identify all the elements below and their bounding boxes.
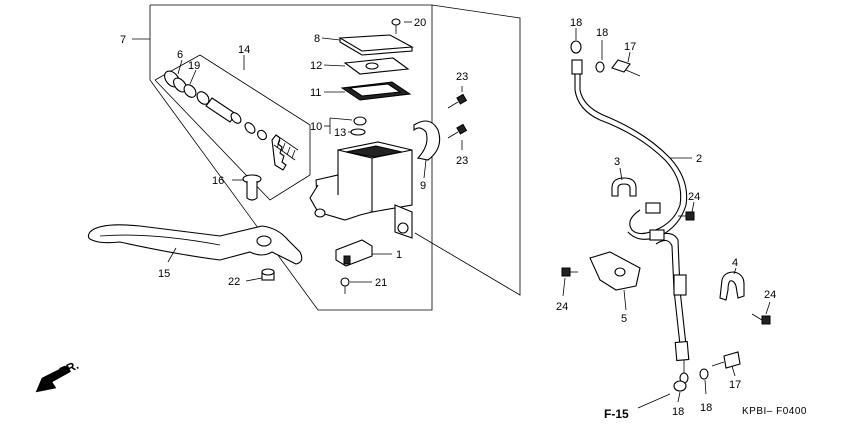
hose-fitting-top bbox=[571, 59, 583, 75]
callout-1: 1 bbox=[396, 249, 402, 261]
float bbox=[353, 116, 367, 126]
screw-20 bbox=[391, 18, 401, 34]
callout-9: 9 bbox=[420, 180, 426, 192]
plate-hole bbox=[365, 62, 379, 70]
washer-18-top-b bbox=[595, 61, 605, 73]
lever-contour bbox=[99, 234, 221, 246]
reference-label: F-15 bbox=[604, 407, 629, 421]
callout-11: 11 bbox=[310, 87, 321, 99]
callout-18-bottom-b: 18 bbox=[700, 402, 712, 414]
callout-24-a: 24 bbox=[688, 191, 700, 203]
bolt-23-lower bbox=[447, 123, 468, 139]
pivot-bolt bbox=[242, 174, 262, 201]
callout-4: 4 bbox=[732, 257, 738, 269]
diaphragm-inner bbox=[348, 83, 402, 97]
washer-18-bottom-a bbox=[673, 380, 687, 392]
hose-clamp-3 bbox=[611, 177, 637, 197]
bolt-24-b bbox=[561, 267, 578, 277]
bolt-23-upper bbox=[447, 93, 468, 109]
callout-18-bottom-a: 18 bbox=[672, 406, 684, 418]
washer-13 bbox=[350, 128, 366, 136]
hose-group-connector-line bbox=[414, 4, 521, 296]
callout-21: 21 bbox=[375, 277, 387, 289]
callout-24-b: 24 bbox=[556, 301, 568, 313]
nut-22 bbox=[261, 268, 275, 281]
bolt-17-top bbox=[611, 59, 641, 77]
callout-18-top-b: 18 bbox=[596, 27, 608, 39]
callout-16: 16 bbox=[212, 175, 224, 187]
callout-7: 7 bbox=[120, 34, 126, 46]
callout-6: 6 bbox=[177, 49, 183, 61]
switch-terminal bbox=[343, 255, 351, 265]
master-cylinder-body bbox=[309, 141, 413, 239]
direction-label: FR. bbox=[57, 358, 80, 379]
callout-19: 19 bbox=[188, 60, 200, 72]
piston-kit-parts bbox=[164, 70, 299, 171]
callout-14: 14 bbox=[238, 44, 250, 56]
callout-18-top-a: 18 bbox=[570, 17, 582, 29]
brake-hose bbox=[571, 59, 690, 384]
callout-17-top: 17 bbox=[624, 41, 636, 53]
callout-17-bottom: 17 bbox=[729, 379, 741, 391]
callout-23-upper: 23 bbox=[456, 71, 468, 83]
hose-clamp-4 bbox=[719, 271, 745, 301]
cylinder-holder bbox=[413, 120, 441, 161]
leader-lines bbox=[167, 21, 771, 409]
callout-12: 12 bbox=[310, 60, 322, 72]
clamp-5-hole bbox=[614, 267, 626, 277]
washer-18-bottom-b bbox=[699, 368, 709, 380]
washer-18-top-a bbox=[570, 40, 582, 54]
callout-23-lower: 23 bbox=[456, 155, 468, 167]
callout-15: 15 bbox=[158, 268, 170, 280]
callout-24-c: 24 bbox=[764, 289, 776, 301]
callout-5: 5 bbox=[621, 313, 627, 325]
callout-13: 13 bbox=[334, 127, 346, 139]
callout-22: 22 bbox=[228, 276, 240, 288]
callout-20: 20 bbox=[414, 17, 426, 29]
brake-lever bbox=[87, 224, 303, 265]
bolt-24-c bbox=[751, 313, 771, 325]
callout-3: 3 bbox=[614, 156, 620, 168]
brake-light-switch bbox=[335, 239, 373, 267]
screw-21 bbox=[340, 277, 350, 294]
bolt-17-bottom bbox=[711, 351, 741, 369]
callout-2: 2 bbox=[696, 153, 702, 165]
assembly-group-outline bbox=[149, 4, 433, 311]
reservoir-cap bbox=[338, 34, 414, 56]
diagram-code: KPBI– F0400 bbox=[742, 406, 807, 417]
front-direction-arrow bbox=[35, 365, 71, 393]
callout-10: 10 bbox=[310, 121, 322, 133]
callout-8: 8 bbox=[314, 33, 320, 45]
bolt-24-a bbox=[678, 211, 695, 221]
lever-pivot-hole bbox=[256, 235, 272, 247]
